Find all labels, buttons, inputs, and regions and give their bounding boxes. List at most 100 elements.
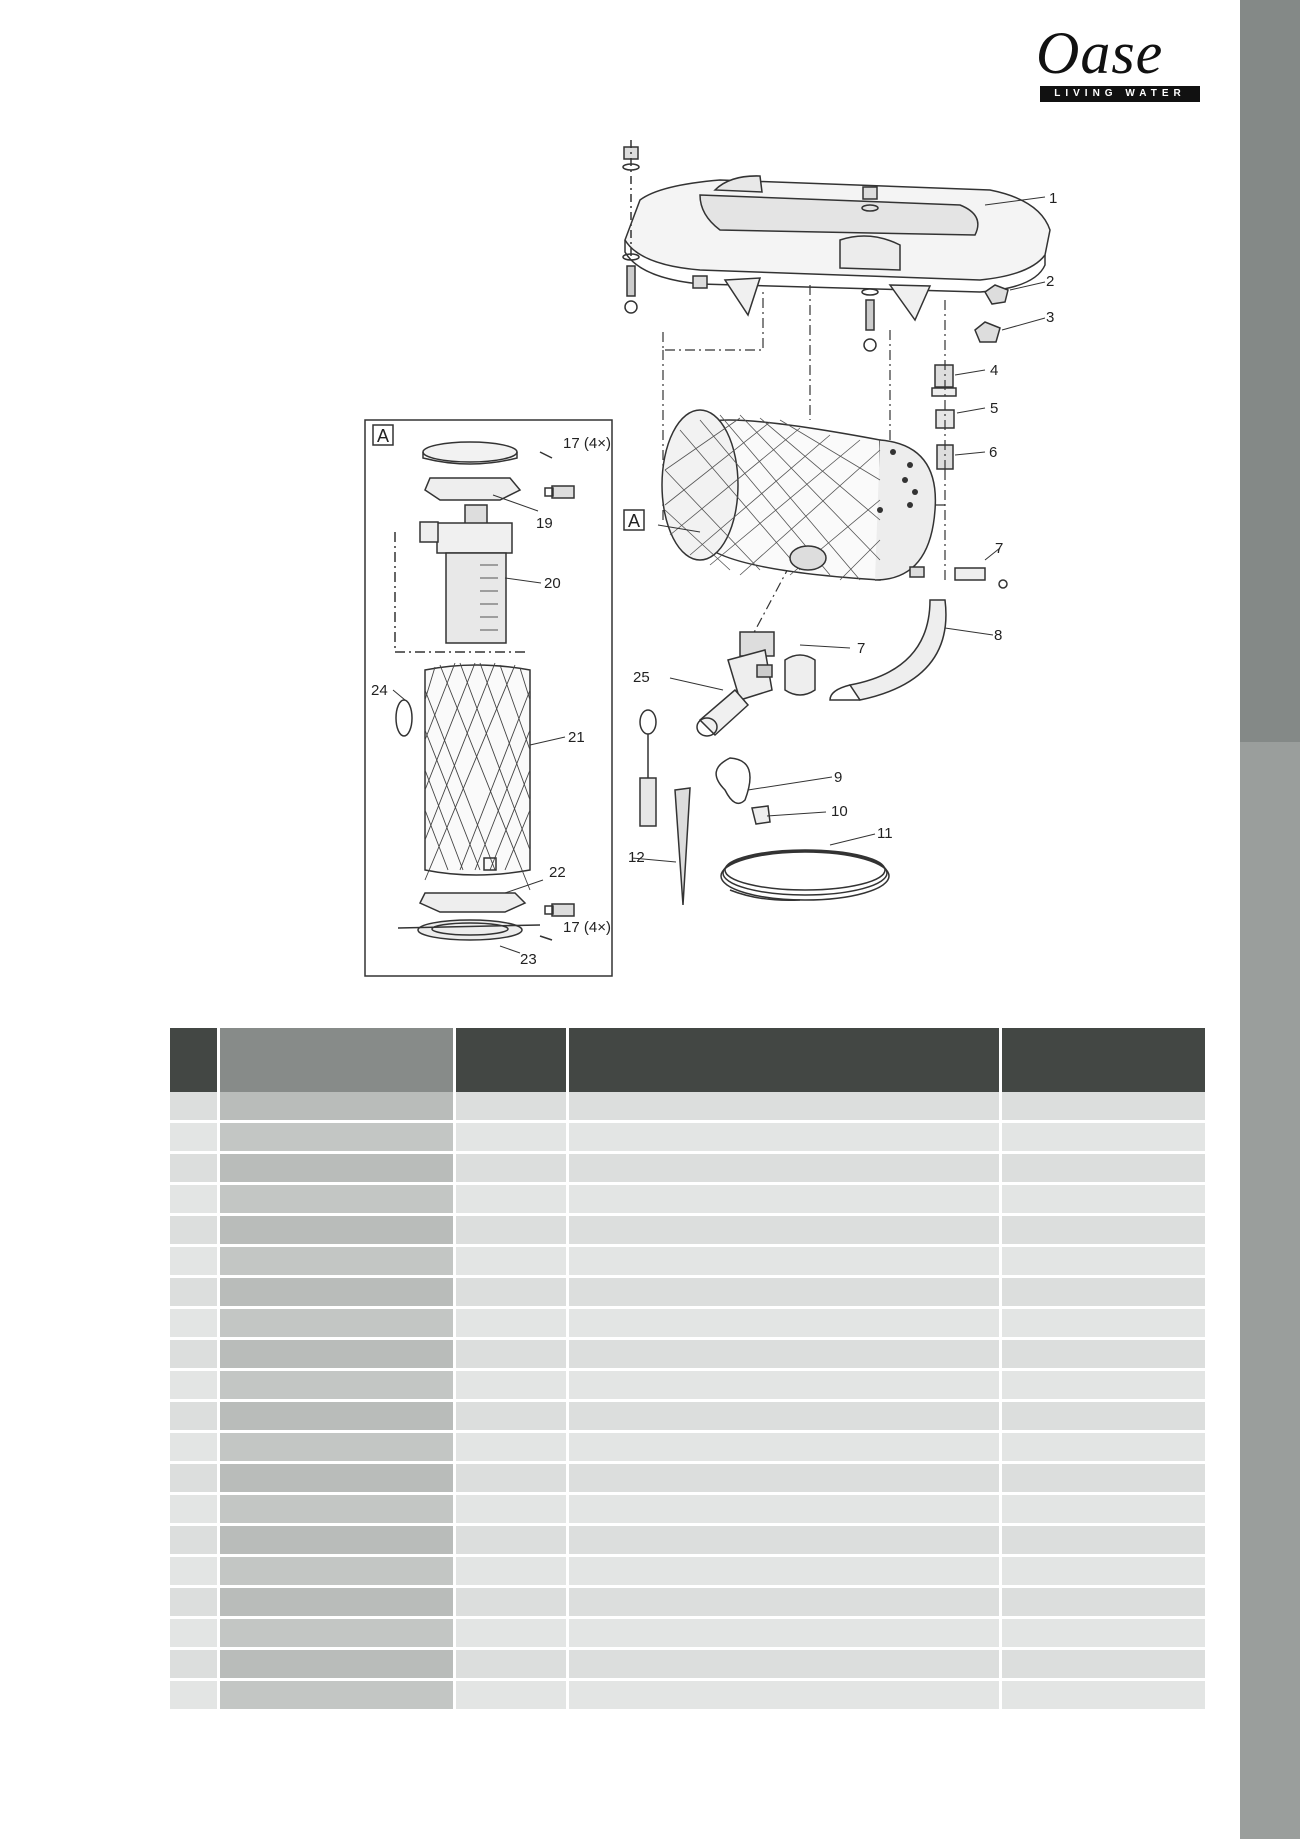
table-cell [1000, 1462, 1208, 1495]
table-cell [1000, 1555, 1208, 1588]
header-description [218, 1028, 456, 1092]
table-cell [454, 1214, 569, 1247]
table-row [170, 1617, 1208, 1650]
inset-tag-a: A [377, 426, 389, 446]
table-row [170, 1524, 1208, 1557]
callout-17-bottom: 17 (4×) [563, 919, 611, 936]
table-cell [1000, 1276, 1208, 1309]
table-row [170, 1431, 1208, 1464]
table-cell [170, 1555, 220, 1588]
table-cell [454, 1245, 569, 1278]
table-cell [218, 1338, 456, 1371]
callout-2: 2 [1046, 273, 1054, 290]
table-cell [454, 1617, 569, 1650]
inset-tag-a-main: A [628, 511, 640, 531]
table-cell [567, 1431, 1002, 1464]
table-row [170, 1245, 1208, 1278]
table-cell [170, 1276, 220, 1309]
callout-10: 10 [831, 803, 848, 820]
table-cell [170, 1524, 220, 1557]
table-cell [454, 1307, 569, 1340]
exploded-parts-diagram: 1 2 3 4 5 6 7 7 8 9 10 11 12 25 17 (4×) … [364, 140, 1057, 977]
table-cell [567, 1679, 1002, 1712]
brand-logo: Oase LIVING WATER [1036, 20, 1206, 104]
table-cell [170, 1679, 220, 1712]
table-cell [454, 1648, 569, 1681]
table-cell [567, 1524, 1002, 1557]
table-cell [170, 1400, 220, 1433]
table-cell [567, 1338, 1002, 1371]
table-cell [170, 1214, 220, 1247]
table-row [170, 1092, 1208, 1123]
table-cell [454, 1400, 569, 1433]
callout-24: 24 [371, 682, 388, 699]
table-cell [567, 1183, 1002, 1216]
table-cell [1000, 1092, 1208, 1123]
callout-4: 4 [990, 362, 998, 379]
table-cell [170, 1121, 220, 1154]
table-cell [170, 1245, 220, 1278]
table-cell [170, 1648, 220, 1681]
header-item-number [1000, 1028, 1208, 1092]
table-cell [1000, 1369, 1208, 1402]
table-cell [454, 1338, 569, 1371]
table-cell [1000, 1648, 1208, 1681]
bolt-left-drawing [622, 140, 640, 314]
parts-table [170, 1028, 1208, 1712]
bolt-right-drawing [861, 186, 879, 352]
table-cell [218, 1493, 456, 1526]
inset-a-frame [364, 419, 645, 977]
table-cell [454, 1493, 569, 1526]
table-cell [218, 1648, 456, 1681]
callout-9: 9 [834, 769, 842, 786]
table-cell [454, 1276, 569, 1309]
callout-3: 3 [1046, 309, 1054, 326]
table-cell [1000, 1493, 1208, 1526]
table-cell [170, 1586, 220, 1619]
table-cell [567, 1617, 1002, 1650]
table-cell [454, 1555, 569, 1588]
callout-17-top: 17 (4×) [563, 435, 611, 452]
table-cell [454, 1183, 569, 1216]
callout-5: 5 [990, 400, 998, 417]
table-row [170, 1586, 1208, 1619]
table-cell [1000, 1338, 1208, 1371]
table-cell [1000, 1121, 1208, 1154]
table-cell [1000, 1586, 1208, 1619]
side-tab-upper [1240, 0, 1300, 742]
callout-7-right: 7 [995, 540, 1003, 557]
table-row [170, 1369, 1208, 1402]
callout-20: 20 [544, 575, 561, 592]
table-cell [1000, 1183, 1208, 1216]
table-row [170, 1462, 1208, 1495]
table-cell [170, 1493, 220, 1526]
table-cell [454, 1524, 569, 1557]
table-cell [454, 1092, 569, 1123]
callout-6: 6 [989, 444, 997, 461]
table-cell [170, 1152, 220, 1185]
table-cell [567, 1555, 1002, 1588]
table-cell [454, 1121, 569, 1154]
table-cell [218, 1245, 456, 1278]
table-cell [218, 1400, 456, 1433]
table-cell [1000, 1679, 1208, 1712]
table-cell [1000, 1152, 1208, 1185]
table-cell [1000, 1431, 1208, 1464]
table-cell [1000, 1214, 1208, 1247]
table-cell [454, 1431, 569, 1464]
brand-tagline: LIVING WATER [1040, 86, 1200, 102]
table-header-row [170, 1028, 1208, 1092]
table-cell [218, 1524, 456, 1557]
brand-name: Oase [1036, 20, 1164, 86]
callout-19: 19 [536, 515, 553, 532]
table-cell [567, 1369, 1002, 1402]
callout-12: 12 [628, 849, 645, 866]
table-row [170, 1400, 1208, 1433]
table-row [170, 1307, 1208, 1340]
table-cell [1000, 1400, 1208, 1433]
table-cell [170, 1369, 220, 1402]
table-cell [1000, 1307, 1208, 1340]
table-row [170, 1183, 1208, 1216]
table-cell [218, 1462, 456, 1495]
table-cell [454, 1152, 569, 1185]
